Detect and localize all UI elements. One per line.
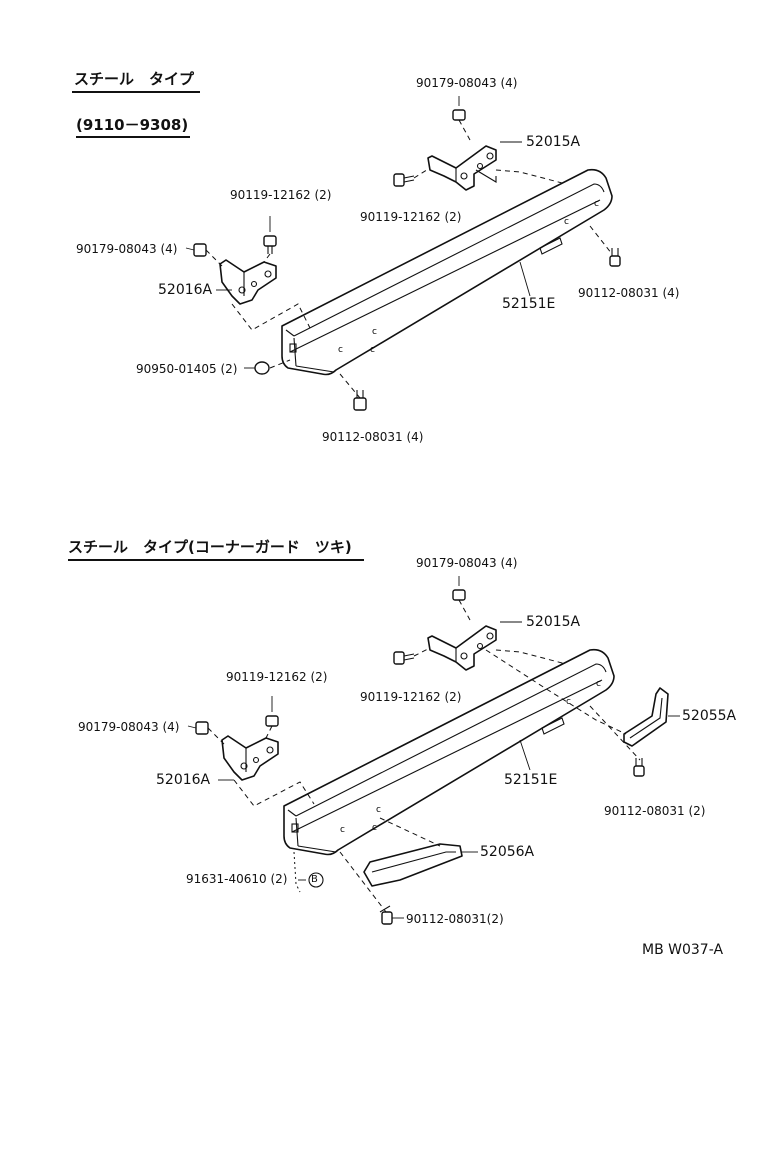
ref-b-circle — [308, 872, 324, 888]
label-2-nut-left: 90179-08043 (4) — [78, 720, 180, 734]
label-1-bumper: 52151E — [502, 296, 556, 312]
section-2-title: スチール タイプ(コーナーガード ツキ) — [68, 538, 352, 556]
label-1-screw-right: 90112-08031 (4) — [578, 286, 680, 300]
svg-text:c: c — [566, 697, 571, 707]
section-2-drawing: c c c c c — [187, 576, 680, 925]
label-2-bolt-left: 90119-12162 (2) — [226, 670, 328, 684]
corner-guard-52055a — [623, 687, 669, 747]
label-1-screw-bottom: 90112-08031 (4) — [322, 430, 424, 444]
bolt-icon-2a — [393, 651, 415, 665]
section-1-drawing: c c c c c — [185, 96, 621, 411]
label-1-bolt-left: 90119-12162 (2) — [230, 188, 332, 202]
bracket-52016a-2 — [221, 735, 279, 781]
nut-icon-1a — [452, 96, 466, 121]
label-2-screw-bottom: 90112-08031(2) — [406, 912, 504, 926]
label-2-guard-right: 52055A — [682, 708, 737, 724]
nut-icon-2a — [452, 576, 466, 601]
svg-text:c: c — [340, 825, 345, 835]
label-1-bolt-right: 90119-12162 (2) — [360, 210, 462, 224]
screw-icon-1a — [609, 248, 621, 267]
label-1-bracket-left: 52016A — [158, 282, 213, 298]
section-1-subtitle-underline — [76, 136, 190, 138]
corner-guard-52056a — [363, 843, 463, 887]
footer-code: MB W037-A — [642, 942, 724, 958]
nut-icon-2b — [195, 721, 209, 735]
label-2-screw-right: 90112-08031 (2) — [604, 804, 706, 818]
nut-icon-1b — [193, 243, 207, 257]
screw-icon-1b — [353, 390, 367, 411]
svg-text:c: c — [564, 217, 569, 227]
bolt-icon-2b — [265, 696, 279, 727]
screw-icon-2b — [379, 905, 393, 925]
label-1-bracket-right: 52015A — [526, 134, 581, 150]
bolt-icon-1b — [263, 216, 277, 254]
section-1-subtitle: (9110－9308) — [76, 116, 189, 134]
plug-icon-1 — [254, 361, 270, 375]
label-2-clip-ref: B — [311, 874, 318, 885]
section-2-title-underline — [68, 559, 364, 561]
label-1-nut-top: 90179-08043 (4) — [416, 76, 518, 90]
screw-icon-2a — [633, 758, 645, 777]
label-1-plug: 90950-01405 (2) — [136, 362, 238, 376]
svg-text:c: c — [596, 679, 601, 689]
label-2-clip: 91631-40610 (2) — [186, 872, 288, 886]
bracket-52015a-2 — [427, 625, 497, 671]
section-1-title-underline — [72, 91, 200, 93]
section-1-title: スチール タイプ — [74, 70, 195, 88]
svg-text:c: c — [594, 199, 599, 209]
bolt-icon-1a — [393, 173, 415, 187]
label-2-bracket-right: 52015A — [526, 614, 581, 630]
svg-text:c: c — [372, 327, 377, 337]
label-1-nut-left: 90179-08043 (4) — [76, 242, 178, 256]
svg-text:c: c — [376, 805, 381, 815]
label-2-guard-left: 52056A — [480, 844, 535, 860]
label-2-nut-top: 90179-08043 (4) — [416, 556, 518, 570]
label-2-bracket-left: 52016A — [156, 772, 211, 788]
svg-text:c: c — [370, 345, 375, 355]
bracket-52016a-1 — [219, 259, 277, 305]
svg-text:c: c — [338, 345, 343, 355]
label-2-bolt-right: 90119-12162 (2) — [360, 690, 462, 704]
svg-text:c: c — [372, 823, 377, 833]
bracket-52015a-1 — [427, 145, 497, 191]
rear-bumper-1: c c c c c — [281, 168, 613, 376]
label-2-bumper: 52151E — [504, 772, 558, 788]
rear-bumper-2: c c c c c — [283, 648, 615, 856]
